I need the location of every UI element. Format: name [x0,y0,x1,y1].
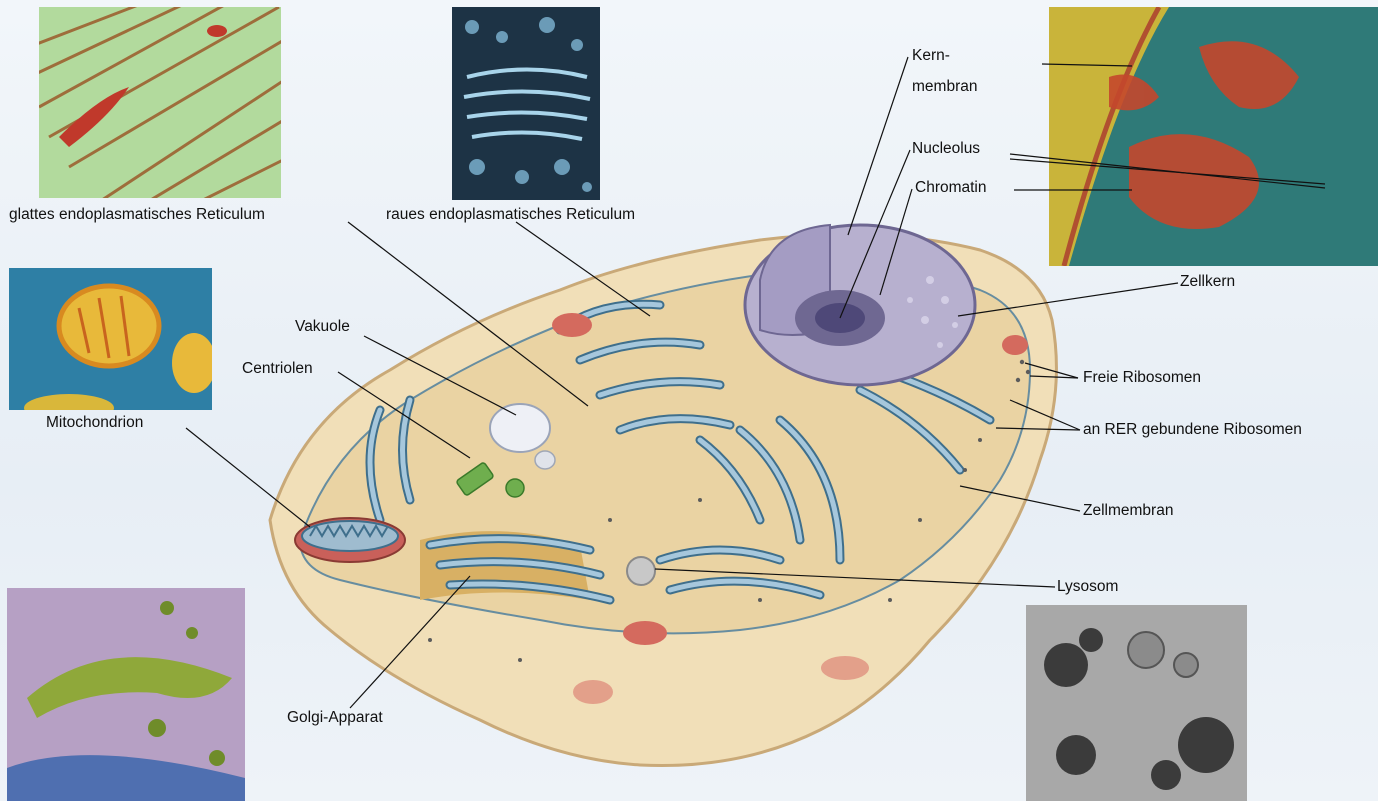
label-vakuole: Vakuole [295,318,350,336]
mitochondrion-small-4 [573,680,613,704]
label-chromatin: Chromatin [915,179,987,197]
mitochondrion-small-5 [821,656,869,680]
mitochondrion-shape [295,518,405,562]
lysosome-shape [627,557,655,585]
mitochondrion-small-2 [623,621,667,645]
label-nucleolus: Nucleolus [912,140,980,158]
label-kernmembran-line1: Kern- [912,47,950,65]
label-glattes-er: glattes endoplasmatisches Reticulum [9,206,265,224]
mitochondrion-small-1 [552,313,592,337]
label-kernmembran-line2: membran [912,78,977,96]
label-zellkern: Zellkern [1180,273,1235,291]
label-zellmembran: Zellmembran [1083,502,1173,520]
label-golgi-apparat: Golgi-Apparat [287,709,383,727]
mitochondrion-small-3 [1002,335,1028,355]
label-freie-ribosomen: Freie Ribosomen [1083,369,1201,387]
label-centriolen: Centriolen [242,360,313,378]
nucleus [745,225,975,385]
vacuole-shape [490,404,550,452]
label-lysosom: Lysosom [1057,578,1118,596]
label-mitochondrion: Mitochondrion [46,414,143,432]
label-rer-ribosomen: an RER gebundene Ribosomen [1083,421,1302,439]
label-raues-er: raues endoplasmatisches Reticulum [386,206,635,224]
